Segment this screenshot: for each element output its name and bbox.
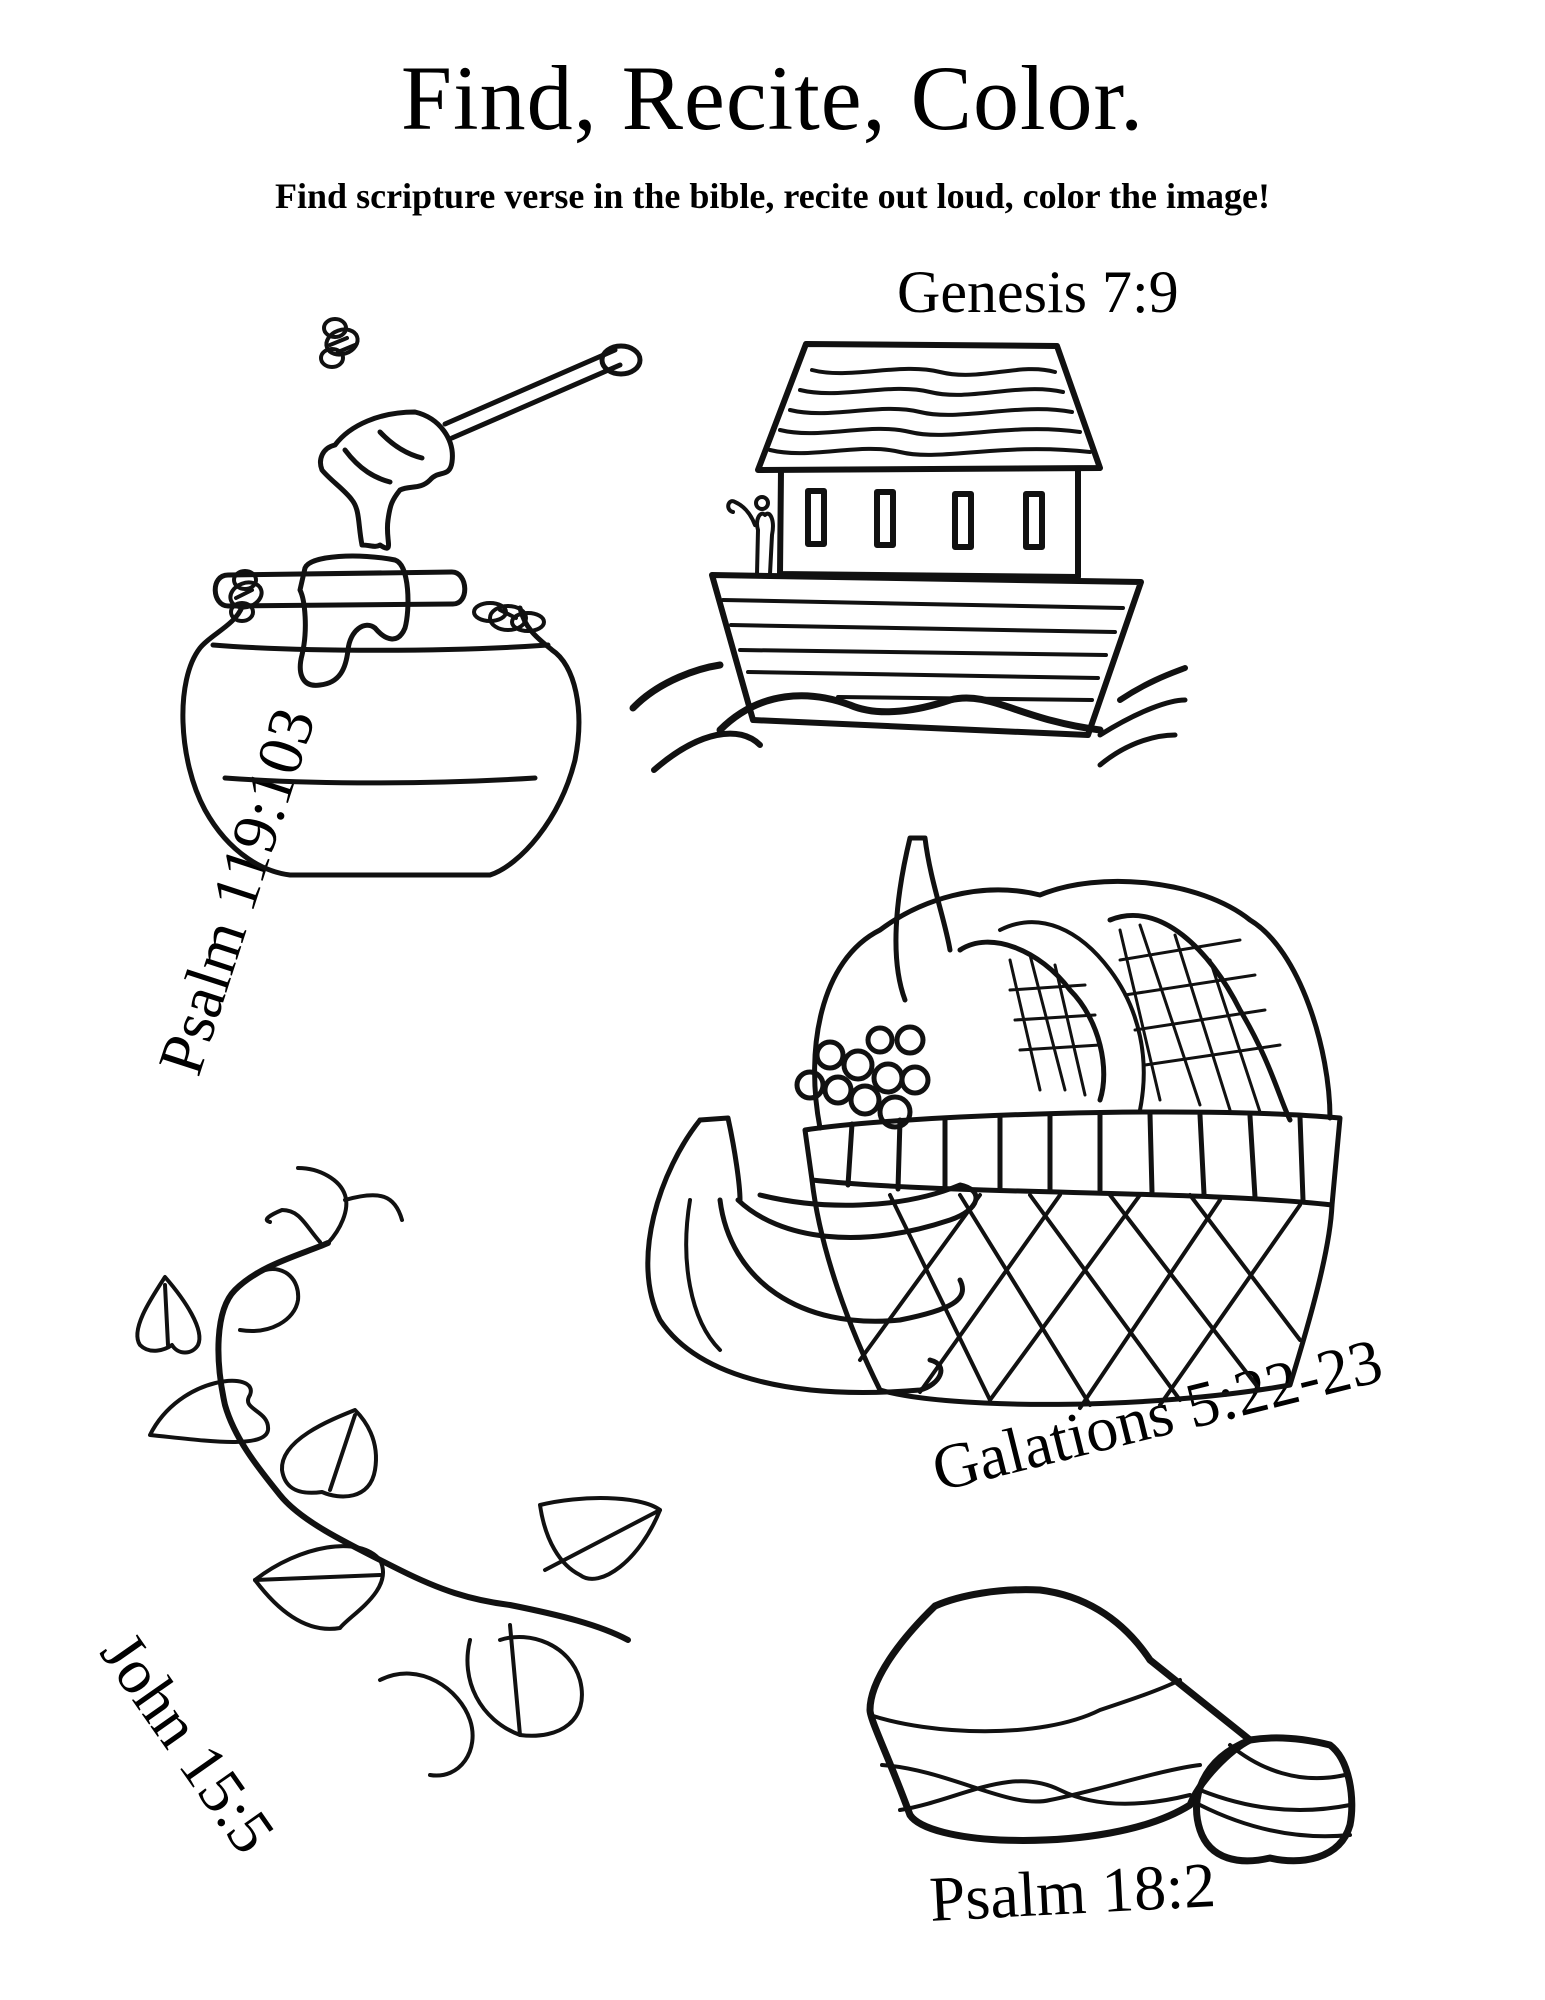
page-title: Find, Recite, Color. [400, 47, 1145, 149]
verse-label-genesis: Genesis 7:9 [897, 259, 1179, 325]
page-subtitle: Find scripture verse in the bible, recit… [275, 176, 1270, 216]
